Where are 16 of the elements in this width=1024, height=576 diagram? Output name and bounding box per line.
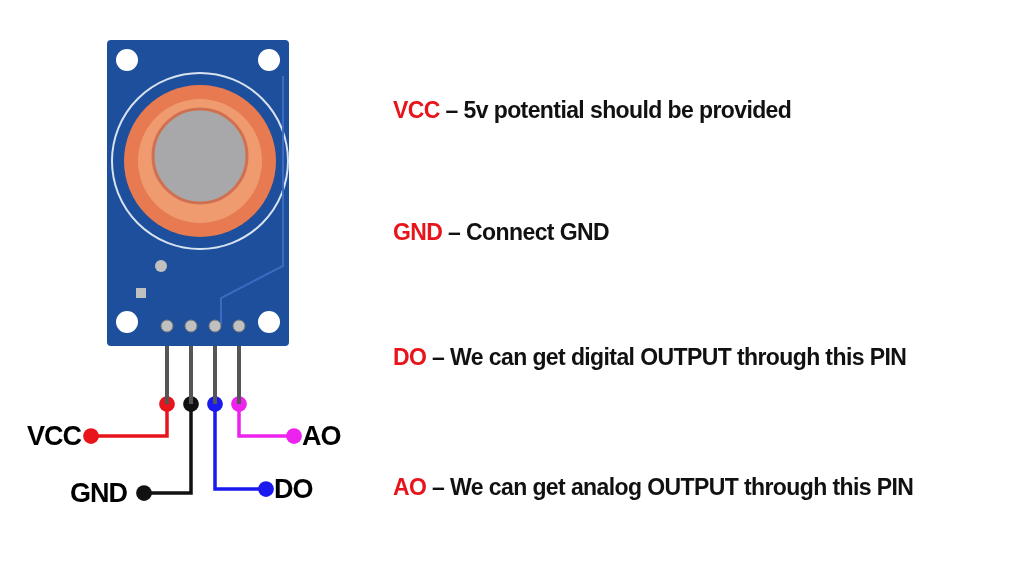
wire: [207, 396, 274, 497]
pin-description: – Connect GND: [448, 219, 609, 245]
wire: [136, 396, 199, 501]
pin-name: GND: [393, 219, 443, 245]
pin-name: DO: [393, 344, 427, 370]
wire: [83, 396, 175, 444]
pin-description: – We can get analog OUTPUT through this PIN: [432, 474, 914, 500]
pin-label: AO: [294, 420, 341, 452]
pin-description: – We can get digital OUTPUT through this PIN: [432, 344, 907, 370]
pin-label: DO: [266, 472, 313, 506]
pin-name: VCC: [393, 97, 440, 123]
pin-label: GND: [70, 476, 139, 510]
wire: [231, 396, 302, 444]
pin-label: VCC: [27, 420, 93, 452]
pin-description: – 5v potential should be provided: [445, 97, 792, 123]
pin-name: AO: [393, 474, 427, 500]
